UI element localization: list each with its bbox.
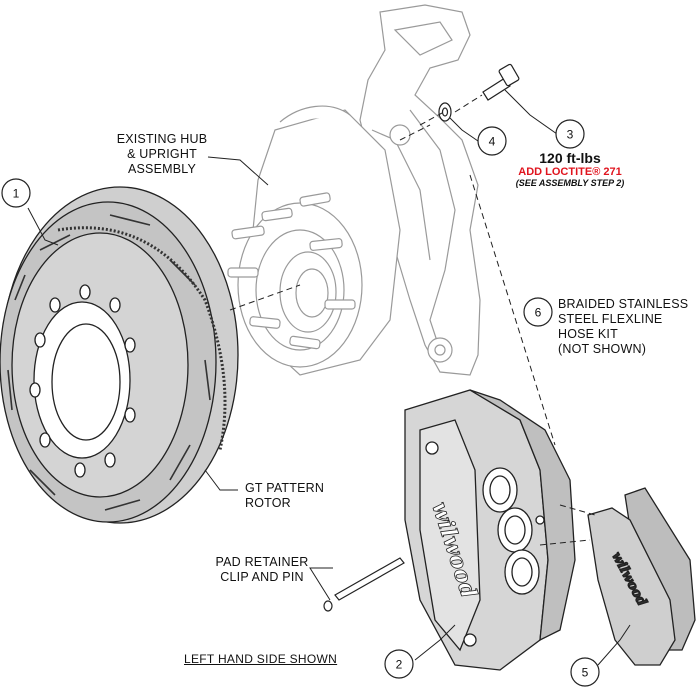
label-line: & UPRIGHT [127,147,197,161]
label-line: STEEL FLEXLINE [558,312,663,326]
brake-pad-front [587,507,676,666]
callout-4: 4 [477,126,507,156]
leader-lines [27,89,631,666]
svg-text:3: 3 [567,128,574,142]
caliper: wilwood [404,389,576,671]
label-line: HOSE KIT [558,327,618,341]
torque-spec: 120 ft-lbs ADD LOCTITE® 271 (SEE ASSEMBL… [508,150,632,188]
svg-text:5: 5 [582,666,589,680]
label-line: ASSEMBLY [127,162,197,176]
label-gt-rotor: GT PATTERN ROTOR [245,481,324,511]
assembly-lines [229,94,596,546]
label-line: CLIP AND PIN [220,570,304,584]
svg-text:4: 4 [489,135,496,149]
left-hand-side-note: LEFT HAND SIDE SHOWN [184,652,338,666]
callout-1: 1 [1,178,31,208]
label-pad-retainer: PAD RETAINER CLIP AND PIN [197,555,327,585]
wheel-studs [227,192,356,350]
label-flexline: BRAIDED STAINLESS STEEL FLEXLINE HOSE KI… [558,297,688,357]
mounting-bolt [482,63,520,101]
label-line: PAD RETAINER [215,555,309,569]
gt-pattern-rotor [0,186,239,524]
brake-pads: wilwood [587,487,696,666]
callout-3: 3 [555,119,585,149]
label-line: EXISTING HUB [116,132,208,146]
svg-text:2: 2 [396,658,403,672]
torque-value: 120 ft-lbs [539,150,601,166]
rotor-bolt-holes [29,284,136,478]
callout-2: 2 [384,649,414,679]
callout-5: 5 [570,657,600,687]
label-line: ROTOR [245,496,291,510]
hub-upright-assembly [227,4,481,376]
loctite-note: ADD LOCTITE® 271 [518,166,622,178]
mounting-washer [438,102,452,122]
label-line: GT PATTERN [245,481,325,495]
pad-retainer-pin [323,557,405,612]
caliper-pistons [482,467,540,595]
svg-text:6: 6 [535,306,542,320]
callout-6: 6 [523,297,553,327]
svg-text:1: 1 [13,187,20,201]
label-line: BRAIDED STAINLESS [558,297,689,311]
label-line: (NOT SHOWN) [558,342,647,356]
label-existing-hub: EXISTING HUB & UPRIGHT ASSEMBLY [108,132,216,177]
assembly-step-note: (SEE ASSEMBLY STEP 2) [515,178,625,188]
